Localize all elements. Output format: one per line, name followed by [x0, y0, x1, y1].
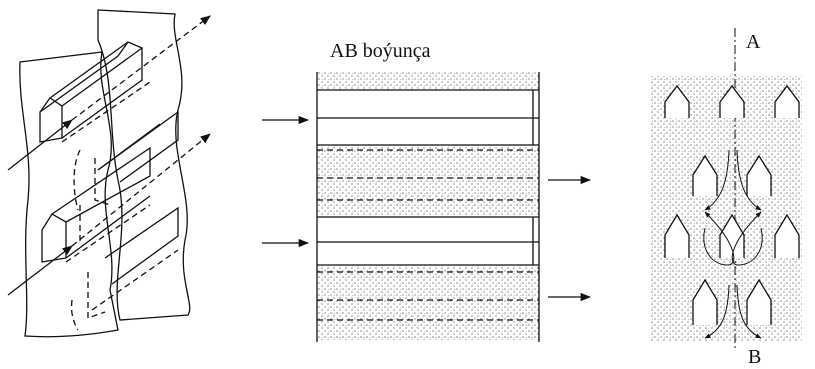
upper-sand-block [317, 145, 539, 217]
pile-r3-2 [719, 213, 745, 258]
pile-r1-3 [774, 84, 800, 118]
pile-r1-1 [664, 84, 690, 118]
middle-prism [97, 110, 179, 183]
pile-r4-2 [746, 278, 772, 325]
lower-prism [41, 146, 179, 285]
upper-prism [39, 41, 144, 143]
flow-curve-mid-right [731, 211, 763, 266]
isometric-view [7, 9, 211, 338]
flow-curve-lower-left [704, 284, 730, 339]
flow-curve-mid-left [703, 211, 735, 266]
lower-sand-block [317, 265, 539, 340]
flow-curve-lower-right [736, 284, 762, 339]
plan-view: A B [650, 28, 802, 368]
flow-curve-upper-right [736, 149, 762, 211]
section-title: AB boýunça [330, 40, 431, 62]
upper-flow-dashed [71, 15, 211, 121]
plan-sand-area [650, 76, 802, 342]
front-slab [19, 51, 119, 338]
point-b-label: B [748, 346, 761, 368]
flow-curve-upper-left [704, 149, 730, 211]
pile-r2-1 [692, 154, 718, 196]
pile-r3-1 [664, 213, 690, 258]
cross-section-view [316, 72, 540, 342]
point-a-label: A [746, 31, 761, 53]
pile-r1-2 [719, 84, 745, 118]
lower-flow-arrow [7, 245, 73, 296]
top-sand-band [317, 72, 539, 90]
pile-r4-1 [692, 278, 718, 325]
pile-r2-2 [746, 154, 772, 196]
hidden-lines [61, 81, 179, 331]
pile-r3-3 [774, 213, 800, 258]
upper-flow-arrow [7, 119, 73, 171]
